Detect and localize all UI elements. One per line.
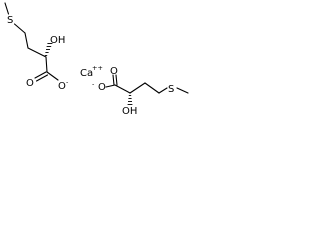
right-hashed-wedge (127, 95, 133, 105)
chemical-structure-diagram: S OH O O - Ca ++ O O - (4, 2, 189, 116)
right-carbonyl-double-bond-a (112, 74, 115, 86)
left-carboxylate-oxygen-label: O (58, 81, 66, 92)
right-sulfur-label: S (168, 84, 174, 95)
right-anion: O O - OH S (92, 66, 189, 116)
left-carbonyl-double-bond-b (35, 74, 49, 82)
left-alpha-carbonyl-bond (45, 56, 48, 73)
right-hydroxyl-label: OH (122, 106, 137, 116)
left-ch2-ch2-bond (24, 32, 29, 49)
left-s-ch2-bond (13, 23, 26, 34)
left-hydroxyl-label: OH (50, 35, 65, 46)
left-hashed-wedge (44, 43, 53, 56)
calcium-charge: ++ (92, 64, 103, 72)
right-carbonyl-alpha-bond (114, 84, 131, 94)
calcium-label: Ca (80, 68, 93, 79)
right-negative-charge: - (92, 80, 95, 88)
left-methyl-bond (4, 2, 10, 15)
left-carboxylate-bond (46, 71, 59, 81)
left-sulfur-label: S (7, 15, 13, 26)
left-negative-charge: - (66, 78, 69, 86)
right-methyl-bond (176, 87, 189, 94)
right-carbonyl-double-bond-b (115, 74, 118, 86)
left-ch2-alpha-bond (27, 47, 47, 58)
right-carboxylate-oxygen-label: O (98, 82, 106, 93)
left-carbonyl-double-bond-a (34, 71, 47, 79)
left-anion: S OH O O - (4, 2, 69, 92)
left-carbonyl-oxygen-label: O (26, 78, 34, 89)
calcium-cation: Ca ++ (80, 64, 103, 79)
right-ch2-ch2-bond (144, 82, 160, 94)
right-alpha-ch2-bond (129, 82, 146, 94)
right-carbonyl-oxygen-label: O (110, 66, 118, 77)
right-ch2-s-bond (158, 87, 168, 94)
right-carboxylate-bond (105, 84, 116, 88)
